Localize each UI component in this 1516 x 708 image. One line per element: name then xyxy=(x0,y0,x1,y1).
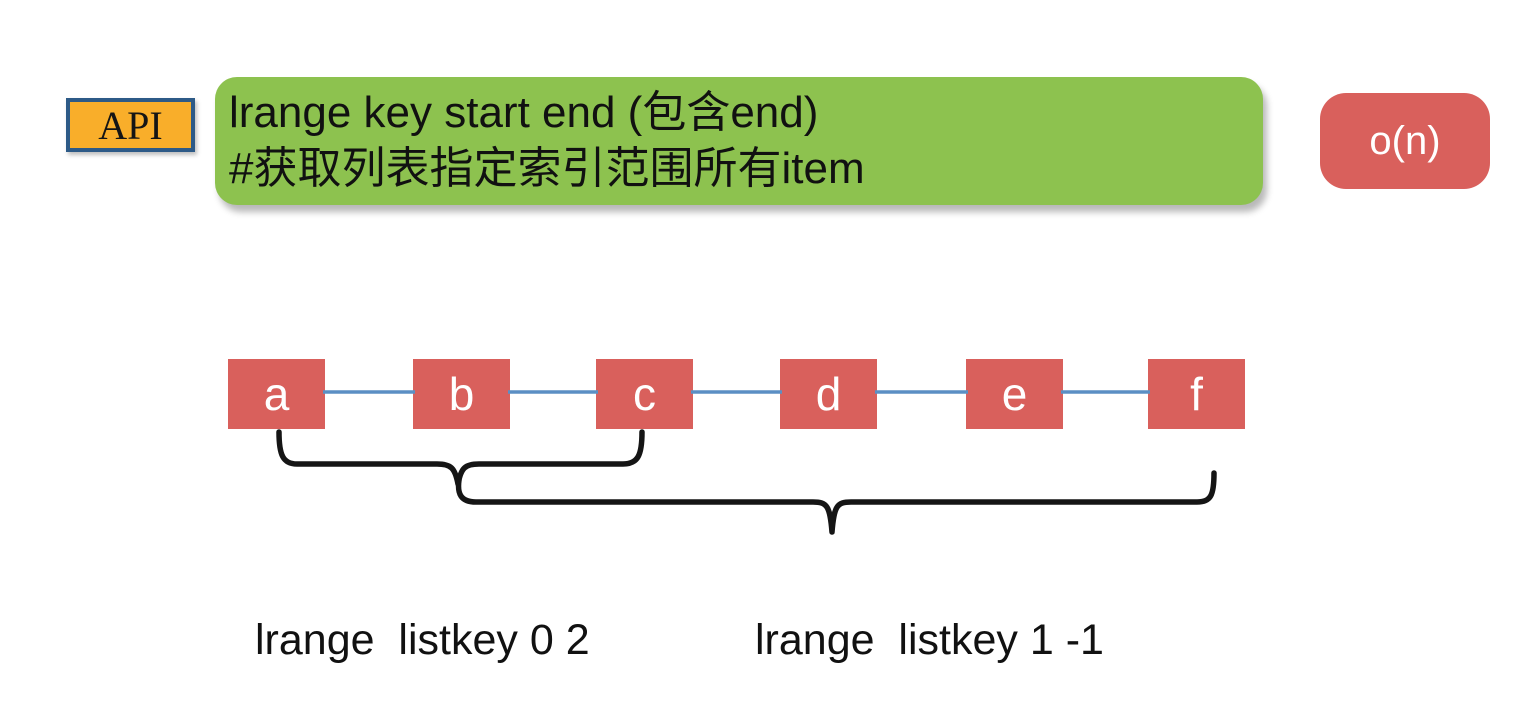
complexity-badge: o(n) xyxy=(1320,93,1490,189)
list-node-label: c xyxy=(633,368,656,420)
example-command-1-neg1: lrange listkey 1 -1 xyxy=(755,616,1104,664)
api-tag: API xyxy=(66,98,195,152)
command-description-box: lrange key start end (包含end) #获取列表指定索引范围… xyxy=(215,77,1263,205)
list-node-label: f xyxy=(1190,368,1203,420)
example-command-0-2: lrange listkey 0 2 xyxy=(255,616,590,664)
complexity-label: o(n) xyxy=(1369,118,1441,163)
list-node-label: b xyxy=(448,368,475,420)
list-node-c: c xyxy=(596,359,693,429)
list-node-label: a xyxy=(263,368,290,420)
range-brace-0-2 xyxy=(276,429,645,487)
list-node-f: f xyxy=(1148,359,1245,429)
list-node-e: e xyxy=(966,359,1063,429)
range-brace-1-neg1 xyxy=(455,470,1217,535)
list-node-label: d xyxy=(815,368,842,420)
list-node-a: a xyxy=(228,359,325,429)
command-syntax-line: lrange key start end (包含end) xyxy=(229,87,819,137)
list-node-label: e xyxy=(1001,368,1028,420)
api-tag-label: API xyxy=(98,102,163,148)
list-node-b: b xyxy=(413,359,510,429)
list-node-d: d xyxy=(780,359,877,429)
command-comment-line: #获取列表指定索引范围所有item xyxy=(229,144,865,193)
